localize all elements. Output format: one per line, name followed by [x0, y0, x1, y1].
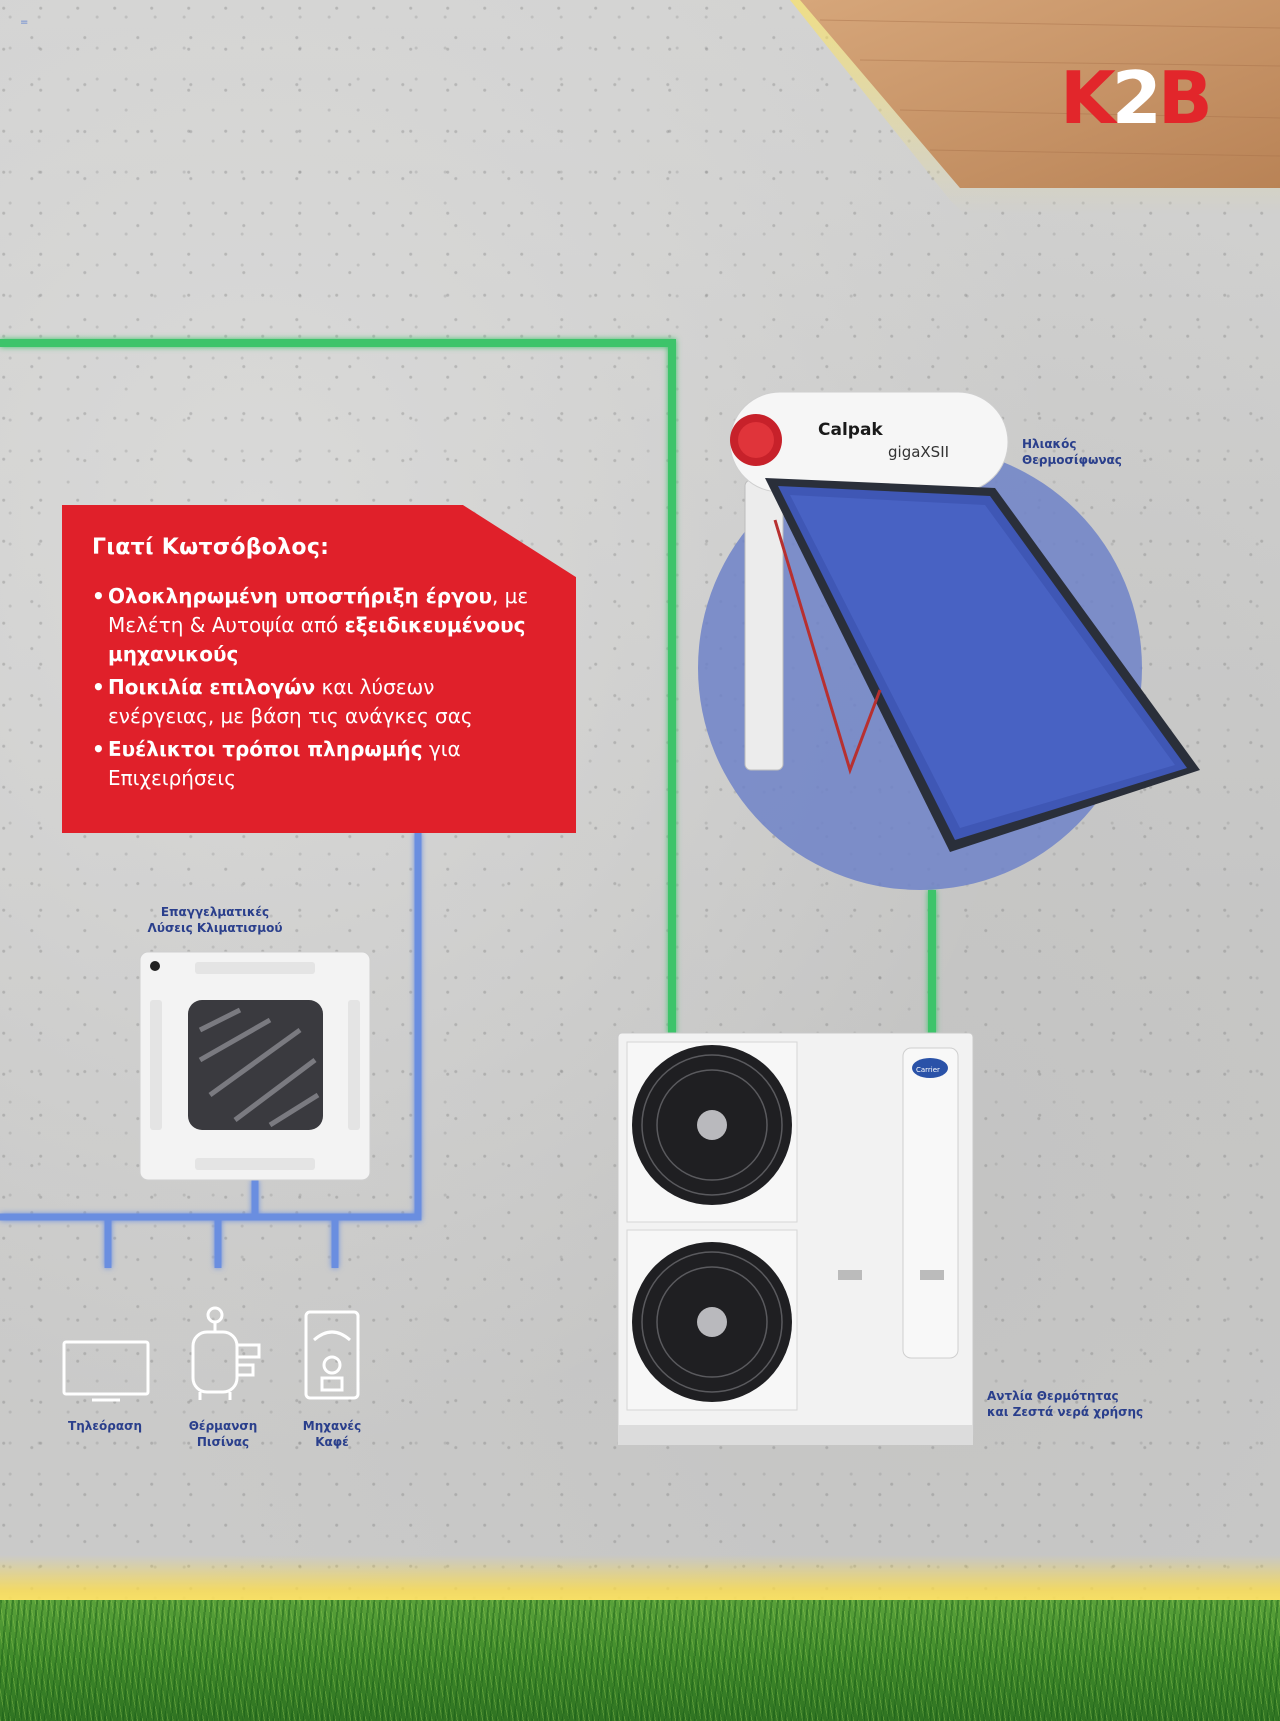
blue-pipe [0, 832, 422, 1268]
pool-heater-icon [191, 1306, 261, 1400]
info-box-title: Γιατί Κωτσόβολος: [92, 535, 330, 560]
grass-strip [0, 1600, 1280, 1721]
logo-letter-b: B [1157, 56, 1213, 140]
tv-icon [62, 1340, 150, 1402]
coffee-label-line2: Καφέ [315, 1435, 349, 1449]
pool-label-line2: Πισίνας [196, 1435, 250, 1449]
cassette-ac-icon [139, 951, 371, 1181]
benefits-list: Ολοκληρωμένη υποστήριξη έργου, με Μελέτη… [92, 582, 546, 793]
benefit-3-bold: Ευέλικτοι τρόποι πληρωμής [108, 737, 423, 761]
solar-label-line2: Θερμοσίφωνας [1022, 453, 1122, 467]
tv-label: Τηλεόραση [68, 1419, 142, 1433]
solar-label-line1: Ηλιακός [1022, 437, 1077, 451]
k2b-logo: K2B [1060, 62, 1213, 134]
solar-brand-text: Calpak [818, 420, 883, 440]
benefit-3-rest: για Επιχειρήσεις [108, 737, 461, 790]
pool-label-line1: Θέρμανση [188, 1419, 258, 1433]
benefit-2-bold: Ποικιλία επιλογών [108, 675, 316, 699]
pool-label: Θέρμανση Πισίνας [168, 1418, 278, 1450]
heatpump-label-line2: και Ζεστά νερά χρήσης [987, 1405, 1144, 1419]
coffee-machine-icon [304, 1310, 360, 1400]
heatpump-brand-text: Carrier [916, 1066, 940, 1074]
logo-letter-k: K [1060, 56, 1116, 140]
ac-label-line1: Επαγγελματικές [160, 905, 270, 919]
solar-label: Ηλιακός Θερμοσίφωνας [1022, 436, 1122, 468]
heatpump-label: Αντλία Θερμότητας και Ζεστά νερά χρήσης [987, 1388, 1143, 1420]
corner-mark: = [20, 17, 29, 28]
fan-icon [632, 1242, 792, 1402]
solar-model-text: gigaXSII [888, 443, 949, 461]
heat-pump-unit [617, 1032, 974, 1445]
green-pipe [0, 339, 936, 1035]
ac-label-line2: Λύσεις Κλιματισμού [147, 921, 283, 935]
benefit-item-3: Ευέλικτοι τρόποι πληρωμής για Επιχειρήσε… [92, 735, 546, 793]
benefit-2-rest: και λύσεων ενέργειας, με βάση τις ανάγκε… [108, 675, 473, 728]
benefit-item-2: Ποικιλία επιλογών και λύσεων ενέργειας, … [92, 673, 546, 731]
grass-glow [0, 1555, 1280, 1605]
solar-panel-icon [729, 391, 1200, 852]
logo-digit-2: 2 [1111, 56, 1162, 140]
coffee-label-line1: Μηχανές [302, 1419, 362, 1433]
benefit-1-bold: Ολοκληρωμένη υποστήριξη έργου [108, 584, 492, 608]
fan-icon [632, 1045, 792, 1205]
ac-label: Επαγγελματικές Λύσεις Κλιματισμού [120, 904, 310, 936]
coffee-label: Μηχανές Καφέ [277, 1418, 387, 1450]
why-kotsovolos-box: Γιατί Κωτσόβολος: Ολοκληρωμένη υποστήριξ… [62, 505, 576, 833]
benefit-item-1: Ολοκληρωμένη υποστήριξη έργου, με Μελέτη… [92, 582, 546, 669]
benefit-1-rest: , με Μελέτη & Αυτοψία από [108, 584, 529, 637]
benefit-1-bold2: εξειδικευμένους μηχανικούς [108, 613, 526, 666]
wood-corner-panel [790, 0, 1280, 215]
heatpump-label-line1: Αντλία Θερμότητας [987, 1389, 1119, 1403]
